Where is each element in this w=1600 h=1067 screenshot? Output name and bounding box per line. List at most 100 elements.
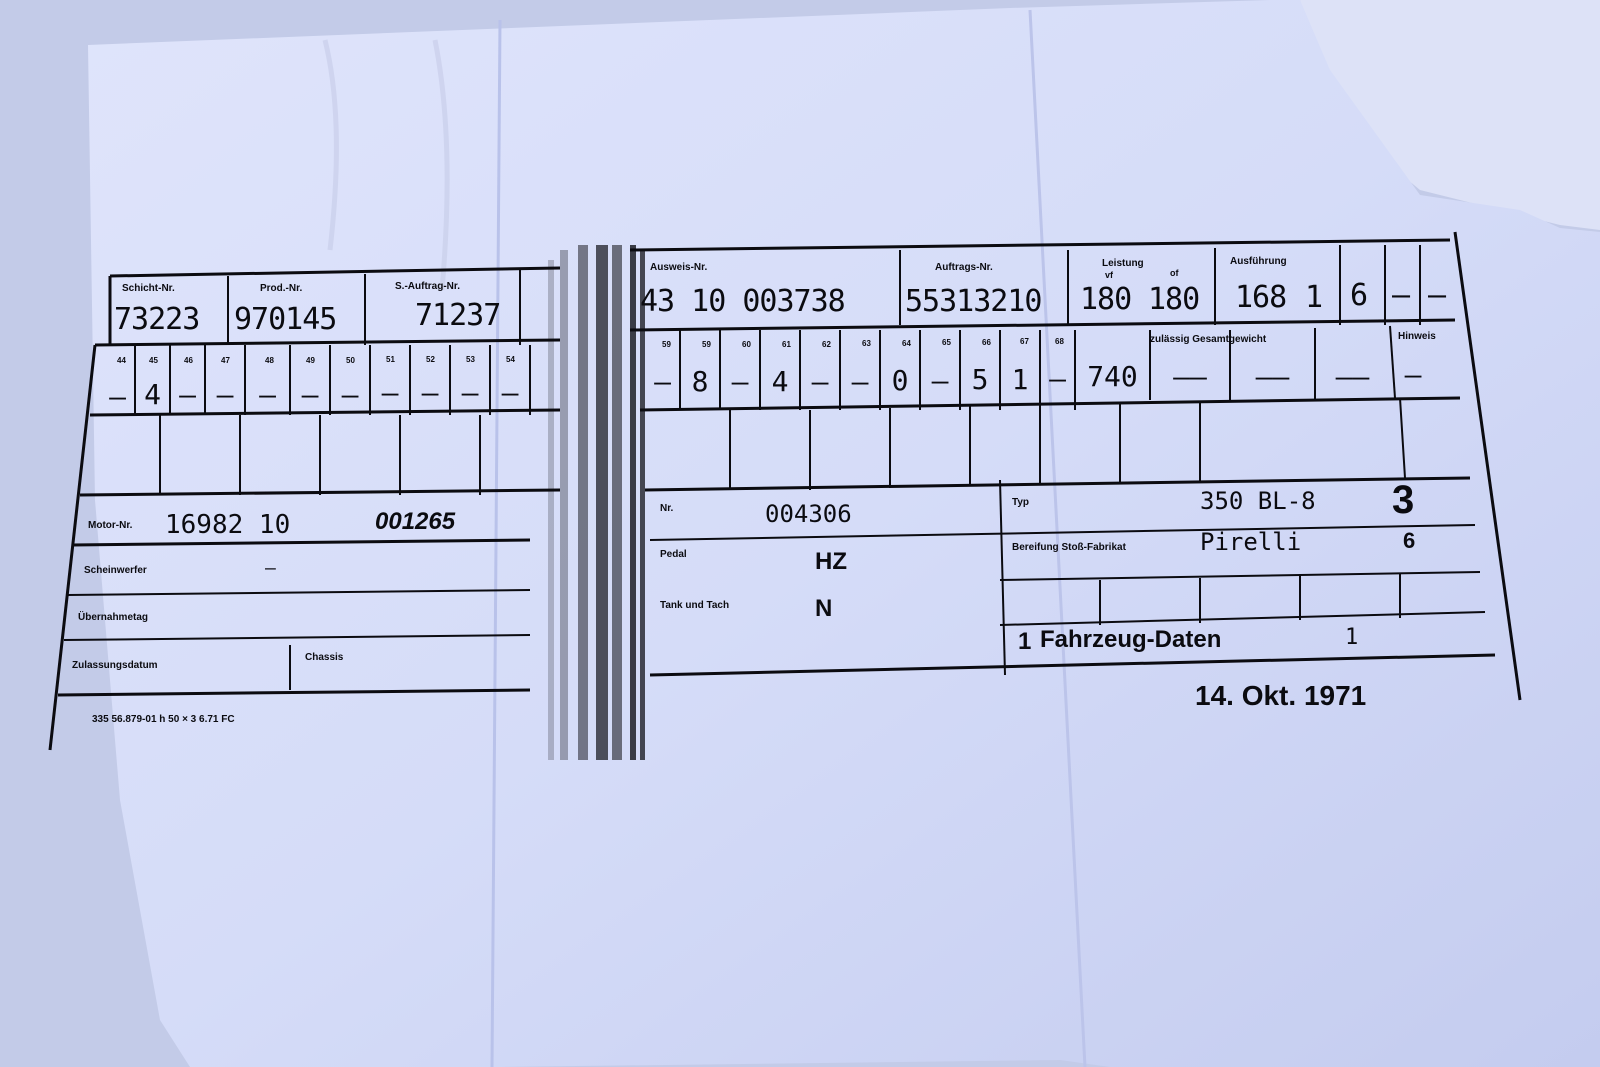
cell-number: 62 [822, 340, 831, 349]
value-leistung-of: 180 [1148, 282, 1200, 317]
cell-value: – [501, 376, 519, 409]
cell-value: 4 [771, 365, 789, 398]
value-bereifung-mark: 6 [1403, 528, 1416, 553]
value-small-2: 6 [1350, 278, 1368, 313]
value-small-1: 1 [1305, 280, 1323, 315]
label-typ: Typ [1012, 497, 1030, 508]
label-s-auftrag-nr: S.-Auftrag-Nr. [395, 281, 460, 292]
cell-number: 51 [386, 355, 395, 364]
label-chassis: Chassis [305, 652, 344, 663]
cell-value: —— [1335, 360, 1370, 393]
cell-value: – [341, 378, 359, 411]
label-pedal: Pedal [660, 549, 687, 560]
cell-value: – [1049, 362, 1066, 395]
cell-number: 63 [862, 339, 871, 348]
cell-number: 50 [346, 356, 355, 365]
cell-value: – [109, 380, 126, 413]
value-small-3: – [1392, 278, 1410, 313]
value-chassis-no: 004306 [765, 500, 852, 528]
cell-number: 64 [902, 339, 911, 348]
cell-number: 54 [506, 355, 515, 364]
cell-value: – [421, 376, 439, 409]
cell-value: – [931, 364, 949, 397]
cell-value: —— [1173, 360, 1207, 393]
label-schicht-nr: Schicht-Nr. [122, 283, 175, 294]
cell-value: – [1404, 358, 1422, 391]
cell-number: 46 [184, 356, 193, 365]
value-schicht-nr: 73223 [114, 302, 200, 337]
cell-number: 53 [466, 355, 475, 364]
fold-line [490, 19, 502, 1067]
form-date: 14. Okt. 1971 [1195, 680, 1367, 711]
value-aussteller: 43 10 003738 [640, 284, 846, 319]
value-prod-nr: 970145 [234, 302, 337, 337]
label-motor-nr: Motor-Nr. [88, 520, 133, 531]
cell-value: – [381, 376, 399, 409]
cell-value: 1 [1011, 363, 1029, 396]
label-gewicht: zulässig Gesamtgewicht [1150, 334, 1267, 345]
label-prod-nr: Prod.-Nr. [260, 283, 303, 294]
value-small-4: – [1428, 278, 1446, 313]
cell-number: 65 [942, 338, 951, 347]
cell-value: – [301, 378, 319, 411]
value-ausfuehrung: 168 [1235, 280, 1287, 315]
cell-value: – [179, 378, 196, 411]
cell-value: —— [1255, 360, 1290, 393]
value-auftrags-nr: 55313210 [905, 284, 1042, 319]
value-scheinwerfer: – [265, 558, 276, 579]
cell-number: 47 [221, 356, 230, 365]
label-scheinwerfer: Scheinwerfer [84, 565, 147, 576]
label-auftrags-nr: Auftrags-Nr. [935, 262, 993, 273]
leistung-sub-of: of [1170, 268, 1179, 278]
form-title: Fahrzeug-Daten [1040, 626, 1222, 653]
cell-number: 61 [782, 340, 791, 349]
label-zulassungsdatum: Zulassungsdatum [72, 660, 158, 671]
cell-value: – [811, 365, 829, 398]
label-chassis-no: Nr. [660, 503, 674, 514]
cell-value: 0 [891, 364, 909, 397]
cell-number: 66 [982, 338, 991, 347]
label-hinweis: Hinweis [1398, 331, 1436, 342]
cell-value: – [731, 365, 749, 398]
value-s-auftrag-nr: 71237 [415, 298, 501, 333]
cell-value: – [654, 365, 671, 398]
form-title-prefix: 1 [1018, 628, 1032, 655]
label-leistung: Leistung [1102, 258, 1144, 269]
cell-number: 68 [1055, 337, 1064, 346]
label-uebernahmetag: Übernahmetag [78, 612, 149, 623]
cell-value: 8 [691, 365, 709, 398]
cell-value: – [259, 378, 276, 411]
value-typ-mark: 3 [1392, 478, 1415, 522]
label-ausfuehrung: Ausführung [1230, 256, 1287, 267]
value-bereifung: Pirelli [1200, 528, 1302, 556]
leistung-sub-vf: vf [1105, 270, 1114, 280]
cell-value: – [216, 378, 234, 411]
cell-number: 52 [426, 355, 435, 364]
value-motor-nr: 16982 10 [165, 510, 291, 540]
cell-number: 48 [265, 356, 274, 365]
cell-number: 59 [662, 340, 671, 349]
value-pedal: HZ [815, 548, 847, 575]
value-typ: 350 BL-8 [1200, 487, 1316, 515]
cell-value: 740 [1087, 360, 1138, 393]
label-tank: Tank und Tach [660, 600, 730, 611]
cell-value: – [461, 376, 479, 409]
cell-number: 59 [702, 340, 711, 349]
cell-value: 5 [971, 363, 989, 396]
cell-number: 45 [149, 356, 158, 365]
paper-sheet [88, 0, 1600, 1067]
label-bereifung: Bereifung Stoß-Fabrikat [1012, 542, 1126, 553]
value-motor-nr-2: 001265 [375, 508, 456, 535]
copy-noise-band [548, 245, 645, 760]
folded-sheet [1300, 0, 1600, 230]
cell-value: – [851, 365, 869, 398]
form-title-suffix: 1 [1345, 625, 1359, 650]
cell-number: 44 [117, 356, 126, 365]
cell-number: 67 [1020, 337, 1029, 346]
cell-number: 49 [306, 356, 315, 365]
value-leistung-vf: 180 [1080, 282, 1132, 317]
fold-line [1028, 9, 1087, 1067]
cell-value: 4 [144, 378, 161, 411]
label-ausweis-nr: Ausweis-Nr. [650, 262, 708, 273]
